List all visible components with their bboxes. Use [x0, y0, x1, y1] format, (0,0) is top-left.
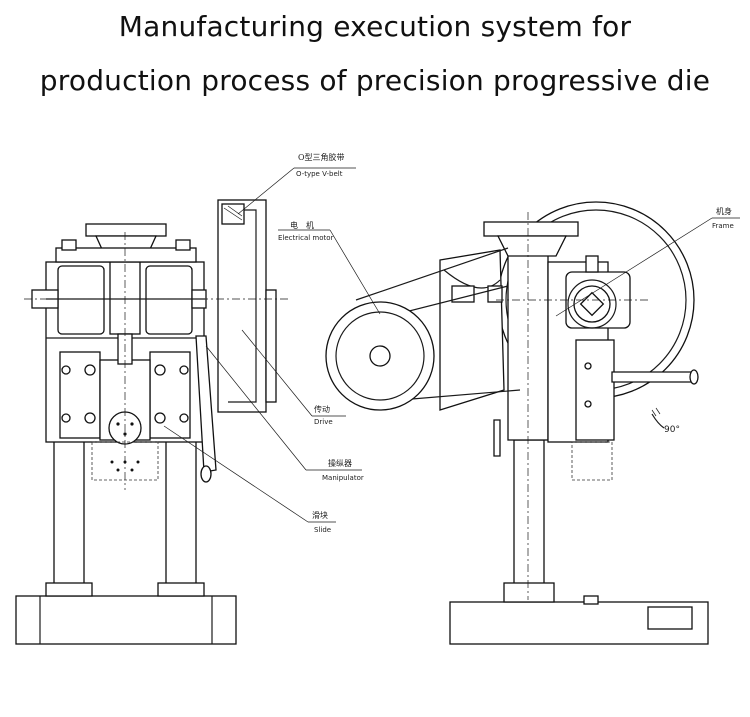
label-vbelt-cn: O型三角胶带: [298, 152, 345, 162]
label-slide-en: Slide: [314, 526, 331, 534]
side-view: [325, 201, 709, 645]
label-angle: 90°: [664, 425, 680, 435]
label-motor-en: Electrical motor: [278, 234, 334, 242]
label-manipulator-cn: 操纵器: [328, 458, 352, 468]
title-line-1: Manufacturing execution system for: [118, 10, 632, 43]
front-right-column: [165, 439, 197, 589]
side-column: [513, 439, 545, 589]
label-drive-en: Drive: [314, 418, 333, 426]
side-handle-lever: [611, 371, 693, 383]
label-drive-cn: 传动: [314, 404, 330, 414]
label-frame-cn: 机身: [716, 206, 732, 216]
front-left-column: [53, 439, 85, 589]
title-line-2: production process of precision progress…: [39, 64, 711, 97]
front-pulley: [217, 199, 267, 413]
label-slide-cn: 滑块: [312, 510, 328, 520]
front-view: [15, 199, 288, 645]
front-base: [15, 595, 237, 645]
label-motor-cn: 电 机: [290, 220, 314, 230]
leader-lines: [163, 167, 740, 523]
manipulator-handle: [195, 335, 217, 473]
labels: O型三角胶带 O-type V-belt 电 机 Electrical moto…: [278, 152, 734, 534]
label-frame-en: Frame: [712, 222, 734, 230]
label-vbelt-en: O-type V-belt: [296, 170, 343, 178]
label-manipulator-en: Manipulator: [322, 474, 364, 482]
